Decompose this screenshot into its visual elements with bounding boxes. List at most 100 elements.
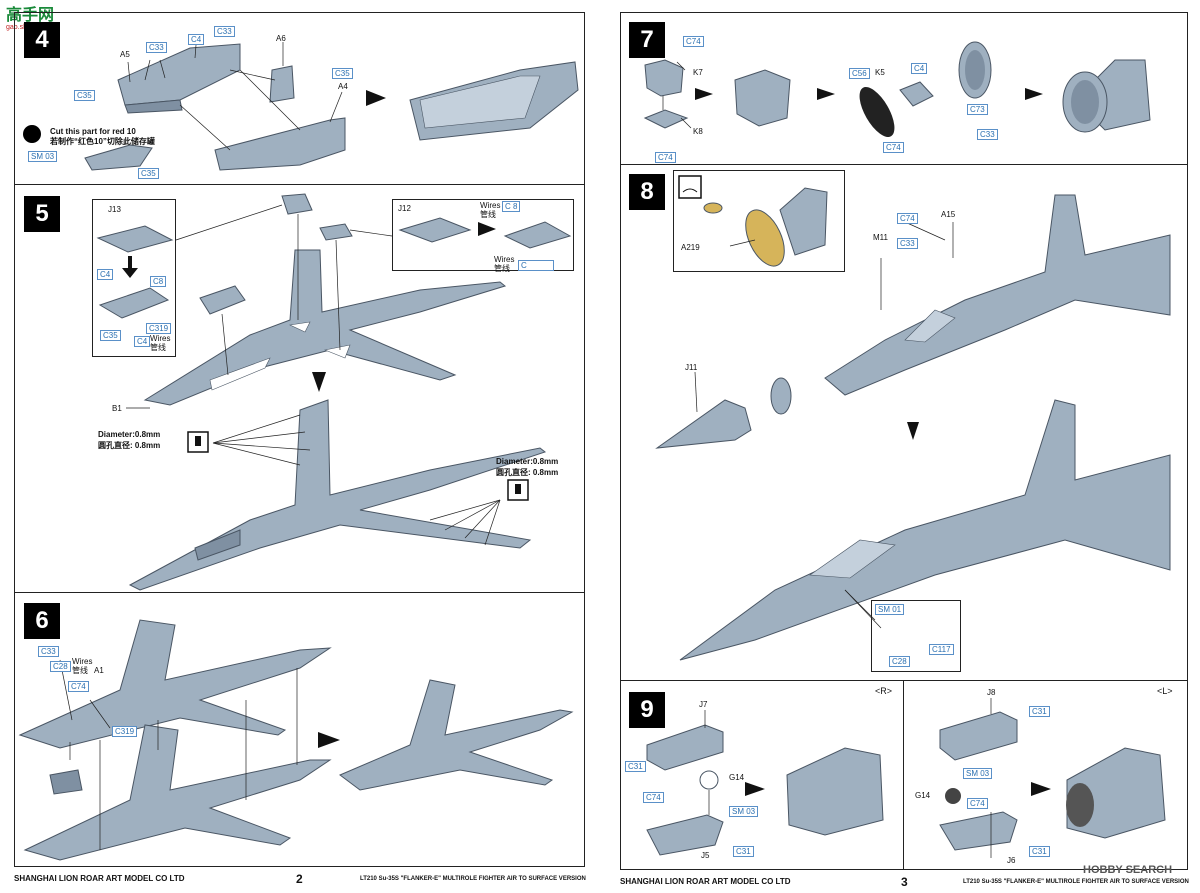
paint-tag-c74: C74 — [967, 798, 988, 809]
paint-tag-c56: C56 — [849, 68, 870, 79]
part-label-a15: A15 — [941, 210, 956, 219]
flow-arrow-step7-1 — [695, 88, 713, 100]
page-number: 3 — [901, 875, 908, 889]
step-number-6: 6 — [24, 603, 60, 639]
paint-tag-c33: C33 — [38, 646, 59, 657]
instruction-page-right: 7 C74 K7 K8 C74 C56 K5 C4 C74 C73 C33 8 — [605, 0, 1200, 893]
flow-arrow-step5-sub — [478, 222, 496, 236]
wires-label-cn: 管线 — [150, 343, 166, 352]
paint-tag-c31: C31 — [625, 761, 646, 772]
paint-tag-c35: C35 — [332, 68, 353, 79]
paint-tag-sm01: SM 01 — [875, 604, 905, 615]
hobby-search-watermark: HOBBY SEARCH — [1083, 864, 1173, 876]
divider-step7-step8 — [620, 164, 1188, 166]
flow-arrow-step6 — [318, 732, 340, 748]
paint-tag-c31: C31 — [733, 846, 754, 857]
part-label-g14: G14 — [729, 773, 745, 782]
part-label-j5: J5 — [701, 851, 710, 860]
part-label-k8: K8 — [693, 127, 703, 136]
paint-tag-c35: C35 — [74, 90, 95, 101]
footer-product-title: LT210 Su-35S "FLANKER-E" MULTIROLE FIGHT… — [360, 876, 586, 882]
part-label-a6: A6 — [276, 34, 286, 43]
paint-tag-c33: C33 — [977, 129, 998, 140]
step8-antenna-detail-box — [871, 600, 961, 672]
paint-tag-c74: C74 — [643, 792, 664, 803]
paint-tag-c74: C74 — [655, 152, 676, 163]
step-number-9: 9 — [629, 692, 665, 728]
paint-tag-c4: C4 — [911, 63, 928, 74]
paint-tag-c33: C33 — [214, 26, 235, 37]
paint-tag-c31: C31 — [1029, 846, 1050, 857]
paint-tag-c35: C35 — [138, 168, 159, 179]
step-number-7: 7 — [629, 22, 665, 58]
paint-tag-c4: C4 — [134, 336, 151, 347]
paint-tag-c31: C31 — [1029, 706, 1050, 717]
footer-company: SHANGHAI LION ROAR ART MODEL CO LTD — [620, 877, 791, 886]
part-label-j12: J12 — [398, 204, 411, 213]
divider-step5-step6 — [14, 592, 585, 594]
paint-tag-c117: C117 — [929, 644, 954, 655]
paint-tag-c28: C28 — [50, 661, 71, 672]
paint-tag-sm03: SM 03 — [729, 806, 759, 817]
paint-tag-c4: C4 — [97, 269, 114, 280]
drill-diameter-en: Diameter:0.8mm — [98, 430, 161, 439]
part-label-k5: K5 — [875, 68, 885, 77]
part-label-a1: A1 — [94, 666, 104, 675]
step8-illustration — [655, 175, 1171, 661]
page-number: 2 — [296, 872, 303, 886]
flow-arrow-step4 — [366, 90, 386, 106]
divider-step9-rl — [903, 680, 905, 870]
part-label-m11: M11 — [873, 233, 888, 242]
side-label-left: <L> — [1157, 686, 1173, 696]
step8-detail-box — [673, 170, 845, 272]
wires-label: Wires — [72, 657, 93, 666]
cut-note-cn: 若制作“红色10”切除此储存罐 — [50, 137, 155, 146]
paint-tag-sm03: SM 03 — [28, 151, 58, 162]
part-label-j8: J8 — [987, 688, 996, 697]
footer-company: SHANGHAI LION ROAR ART MODEL CO LTD — [14, 874, 185, 883]
paint-tag-c8: C8 — [150, 276, 167, 287]
wires-label-cn: 管线 — [480, 210, 496, 219]
drill-diameter-cn: 圆孔直径: 0.8mm — [496, 468, 559, 477]
step4-illustration — [23, 42, 579, 171]
paint-tag-c8: C 8 — [502, 201, 521, 212]
paint-tag-c33: C33 — [146, 42, 167, 53]
cut-note-en: Cut this part for red 10 — [50, 127, 136, 136]
page-left-frame — [14, 12, 585, 867]
paint-tag-c74: C74 — [68, 681, 89, 692]
paint-tag-c74: C74 — [683, 36, 704, 47]
flow-arrow-step8-down — [907, 422, 919, 440]
part-label-a5: A5 — [120, 50, 130, 59]
flow-arrow-step9-r — [745, 782, 765, 796]
flow-arrow-step5-down — [312, 372, 326, 392]
part-label-a219: A219 — [681, 243, 700, 252]
wires-label: Wires — [494, 255, 515, 264]
side-label-right: <R> — [875, 686, 893, 696]
step5-subassembly-box-right — [392, 199, 574, 271]
paint-tag-c33: C33 — [897, 238, 918, 249]
drill-diameter-en: Diameter:0.8mm — [496, 457, 559, 466]
part-label-k7: K7 — [693, 68, 703, 77]
footer-product-title: LT210 Su-35S "FLANKER-E" MULTIROLE FIGHT… — [963, 879, 1189, 885]
part-label-j7: J7 — [699, 700, 708, 709]
paint-tag-c28: C28 — [889, 656, 910, 667]
paint-tag-c319: C319 — [146, 323, 172, 334]
watermark-cn: 高手网 — [6, 7, 55, 24]
step9-illustration — [646, 698, 1166, 858]
paint-tag-c: C — [518, 260, 554, 271]
wires-label-cn: 管线 — [494, 264, 510, 273]
divider-step4-step5 — [14, 184, 585, 186]
drill-diameter-cn: 圆孔直径: 0.8mm — [98, 441, 161, 450]
wires-label: Wires — [150, 334, 171, 343]
step-number-4: 4 — [24, 22, 60, 58]
paint-tag-c319: C319 — [112, 726, 138, 737]
flow-arrow-step7-2 — [817, 88, 835, 100]
instruction-page-left: 高手网 gao.shou.com 4 A5 A6 A4 C33 — [0, 0, 595, 893]
paint-tag-c74: C74 — [897, 213, 918, 224]
step7-illustration — [643, 41, 1151, 137]
step-number-8: 8 — [629, 174, 665, 210]
paint-tag-c4: C4 — [188, 34, 205, 45]
step5-subassembly-box-left — [92, 199, 176, 357]
part-label-j13: J13 — [108, 205, 121, 214]
part-label-j6: J6 — [1007, 856, 1016, 865]
